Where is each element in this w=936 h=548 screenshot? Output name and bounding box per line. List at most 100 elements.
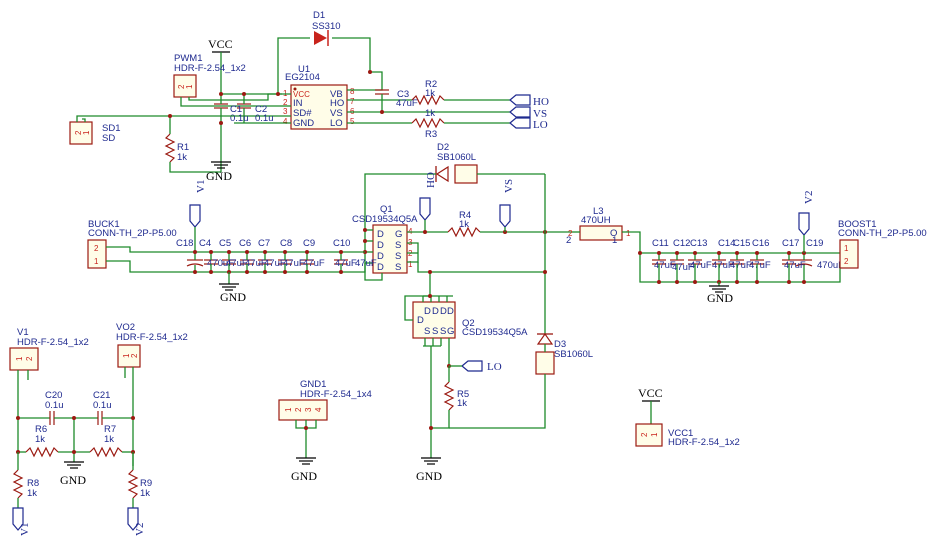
port-vs-top: VS (509, 106, 547, 120)
r3-value: 1k (425, 108, 435, 119)
u1-pin-vb: VB (330, 89, 343, 100)
gnd1-pin2: 2 (294, 407, 303, 412)
connector-boost1: BOOST1 CONN-TH_2P-P5.00 1 2 (838, 219, 927, 269)
c13-ref: C13 (690, 238, 707, 249)
resistor-r9: R9 1k (127, 452, 152, 508)
r7-value: 1k (104, 434, 114, 445)
v1-pin1: 1 (15, 356, 24, 361)
cap-c20-c21: C20 0.1u C21 0.1u (16, 390, 135, 462)
connector-gnd1: GND1 HDR-F-2.54_1x4 1 2 3 4 GND (278, 379, 372, 483)
u1-pin-ho: HO (330, 98, 344, 109)
d3-value: SB1060L (554, 349, 593, 360)
c13-value: 47uF (690, 260, 712, 271)
q2-g: G (447, 326, 454, 337)
l3-pin1-inner: 1 (612, 235, 617, 246)
boost1-pin1: 1 (844, 244, 849, 253)
vcc1-value: HDR-F-2.54_1x2 (668, 437, 740, 448)
c8-value: 47uF (303, 258, 325, 269)
r9-value: 1k (140, 488, 150, 499)
resistor-r2: R2 1k (411, 79, 510, 106)
port-ho-top: HO (509, 94, 549, 108)
port-vs-q1: VS (499, 179, 515, 232)
r2-ref: R2 (425, 79, 437, 90)
d1-value: SS310 (312, 21, 341, 32)
pwm1-pin1: 1 (185, 84, 194, 89)
vcc-symbol-top: VCC (208, 37, 233, 94)
q2-d-left: D (417, 315, 424, 326)
r4-ref: R4 (459, 210, 471, 221)
l3-value: 470UH (581, 215, 611, 226)
q1-g: G (395, 229, 402, 240)
c5-ref: C5 (219, 238, 231, 249)
u1-pin-in: IN (293, 98, 303, 109)
port-lo-q2-label: LO (487, 361, 502, 373)
port-vs-label: VS (533, 108, 547, 120)
sd1-pin1: 1 (82, 130, 91, 135)
q1-s3: S (395, 262, 401, 273)
sd1-ref: SD1 (102, 123, 120, 134)
c21-ref: C21 (93, 390, 110, 401)
c21-value: 0.1u (93, 400, 112, 411)
c18-ref: C18 (176, 238, 193, 249)
gnd-label-right-bank: GND (707, 291, 733, 305)
diode-d1: D1 SS310 (277, 10, 371, 72)
gnd1-value: HDR-F-2.54_1x4 (300, 389, 372, 400)
port-v1-bottom: V1 (12, 507, 31, 536)
c17-value: 47uF (784, 260, 806, 271)
resistor-r1: R1 1k (164, 114, 221, 173)
l3-ref: L3 (593, 206, 604, 217)
mosfet-q2: D D D D D S S S G Q2 CSD19534Q5A (404, 270, 528, 458)
port-lo-label: LO (533, 119, 548, 131)
pwm1-ref: PWM1 (174, 53, 203, 64)
u1-num-8: 8 (350, 87, 355, 96)
resistor-r3: R3 1k (411, 108, 510, 140)
port-lo-top: LO (509, 117, 548, 131)
c3-ref: C3 (397, 89, 409, 100)
q1-s1: S (395, 240, 401, 251)
port-v1-buck-label: V1 (195, 180, 207, 193)
port-v2-bottom-label: V2 (134, 523, 146, 536)
gnd-label-left-bank: GND (220, 290, 246, 304)
q2-d1: D (424, 306, 431, 317)
c12-ref: C12 (673, 238, 690, 249)
u1-ref: U1 (298, 64, 310, 75)
cap-c1-c2: C1 0.1u C2 0.1u (214, 92, 274, 162)
buck1-value: CONN-TH_2P-P5.00 (88, 228, 177, 239)
q2-s3: S (440, 326, 446, 337)
r6-ref: R6 (35, 424, 47, 435)
u1-num-4: 4 (283, 117, 288, 126)
vcc1-ref: VCC1 (668, 428, 693, 439)
boost1-ref: BOOST1 (838, 219, 877, 230)
c14-ref: C14 (718, 238, 735, 249)
q2-d3: D (440, 306, 447, 317)
port-ho-label: HO (533, 96, 549, 108)
c6-value: 47uF (264, 258, 286, 269)
c6-ref: C6 (239, 238, 251, 249)
gnd1-pin3: 3 (304, 407, 313, 412)
c11-value: 47uF (654, 260, 676, 271)
q1-d4: D (377, 262, 384, 273)
r6-value: 1k (35, 434, 45, 445)
c9-ref: C9 (303, 238, 315, 249)
q1-pin1: 1 (408, 260, 413, 269)
q1-ref: Q1 (380, 204, 393, 215)
r2-value: 1k (425, 88, 435, 99)
q1-s2: S (395, 251, 401, 262)
u1-pin-gnd: GND (293, 118, 314, 129)
pwm1-pin2: 2 (177, 84, 186, 89)
r1-ref: R1 (177, 142, 189, 153)
boost1-pin2: 2 (844, 257, 849, 266)
u1-pin-vs: VS (330, 108, 343, 119)
c3-value: 47uF (396, 98, 418, 109)
v1-ref: V1 (17, 327, 29, 338)
q1-d2: D (377, 240, 384, 251)
vcc1-pin2: 2 (640, 432, 649, 437)
q1-d1: D (377, 229, 384, 240)
c15-value: 47uF (730, 260, 752, 271)
u1-pin-sd: SD# (293, 108, 312, 119)
u1-value: EG2104 (285, 72, 320, 83)
r7-ref: R7 (104, 424, 116, 435)
u1-num-7: 7 (350, 97, 355, 106)
c9-value: 47uF (335, 258, 357, 269)
